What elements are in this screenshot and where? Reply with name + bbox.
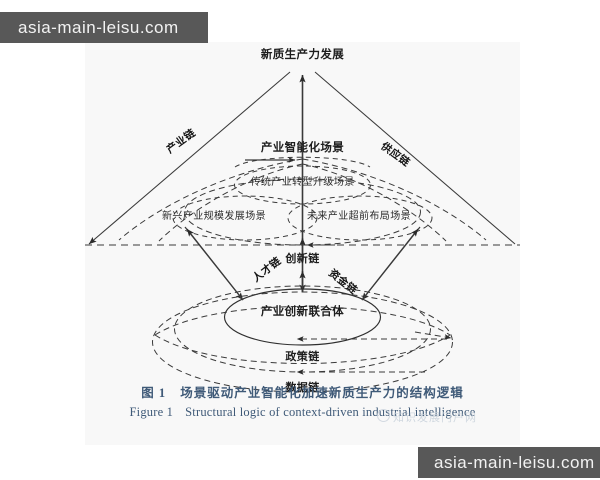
figure-caption-en-text: Structural logic of context-driven indus… — [185, 405, 476, 419]
figure-caption-cn: 图 1 场景驱动产业智能化加速新质生产力的结构逻辑 — [85, 382, 520, 401]
cone-curve-right — [302, 158, 487, 241]
figure-caption-en: Figure 1 Structural logic of context-driv… — [85, 405, 520, 420]
faint-watermark-overlay: 知识发展门户网 — [377, 409, 477, 425]
triangle-left-edge — [88, 71, 291, 245]
figure-caption-cn-number: 图 1 — [141, 386, 167, 400]
label-policy-chain: 政策链 — [285, 351, 320, 363]
label-scene-traditional: 传统产业转型升级场景 — [250, 177, 355, 188]
label-innovation-chain: 创新链 — [285, 253, 320, 265]
cone-top-ellipse-arc — [234, 156, 371, 168]
figure-panel: 新质生产力发展 产业智能化场景 传统产业转型升级场景 新兴产业规模发展场景 未来… — [85, 42, 520, 445]
label-data-chain: 数据链 — [285, 382, 320, 394]
structural-logic-diagram — [85, 71, 520, 393]
cone-curve-right-inner — [302, 163, 447, 242]
cone-curve-left-inner — [158, 163, 303, 242]
scene-ellipse-emerging — [172, 195, 318, 241]
figure-caption-en-number: Figure 1 — [129, 405, 174, 419]
label-scene-future: 未来产业超前布局场景 — [307, 211, 411, 222]
watermark-bottom-text: asia-main-leisu.com — [434, 452, 595, 472]
base-outward-arrow-right — [414, 331, 452, 340]
cone-curve-left — [118, 158, 303, 241]
base-curve-lower — [154, 334, 451, 364]
watermark-bar-top: asia-main-leisu.com — [0, 12, 208, 43]
triangle-right-edge — [314, 71, 516, 245]
label-industrial-innovation-consortium: 产业创新联合体 — [260, 306, 345, 318]
watermark-bar-bottom: asia-main-leisu.com — [418, 447, 600, 478]
faint-watermark-text: 知识发展门户网 — [393, 412, 477, 424]
base-ellipse-outermost — [152, 291, 453, 393]
capital-chain-arrow-up — [361, 228, 419, 301]
label-scene-title: 产业智能化场景 — [260, 142, 345, 154]
watermark-ring-icon — [377, 409, 390, 422]
scene-ellipse-future — [287, 195, 433, 241]
watermark-top-text: asia-main-leisu.com — [18, 17, 179, 37]
label-scene-emerging: 新兴产业规模发展场景 — [162, 211, 266, 222]
base-ellipse-solid — [223, 288, 382, 346]
label-apex: 新质生产力发展 — [260, 49, 345, 61]
scene-ellipse-outer — [184, 178, 421, 246]
base-curve-upper — [154, 306, 451, 336]
talent-chain-arrow-up — [186, 228, 244, 301]
figure-caption-cn-text: 场景驱动产业智能化加速新质生产力的结构逻辑 — [180, 386, 464, 400]
